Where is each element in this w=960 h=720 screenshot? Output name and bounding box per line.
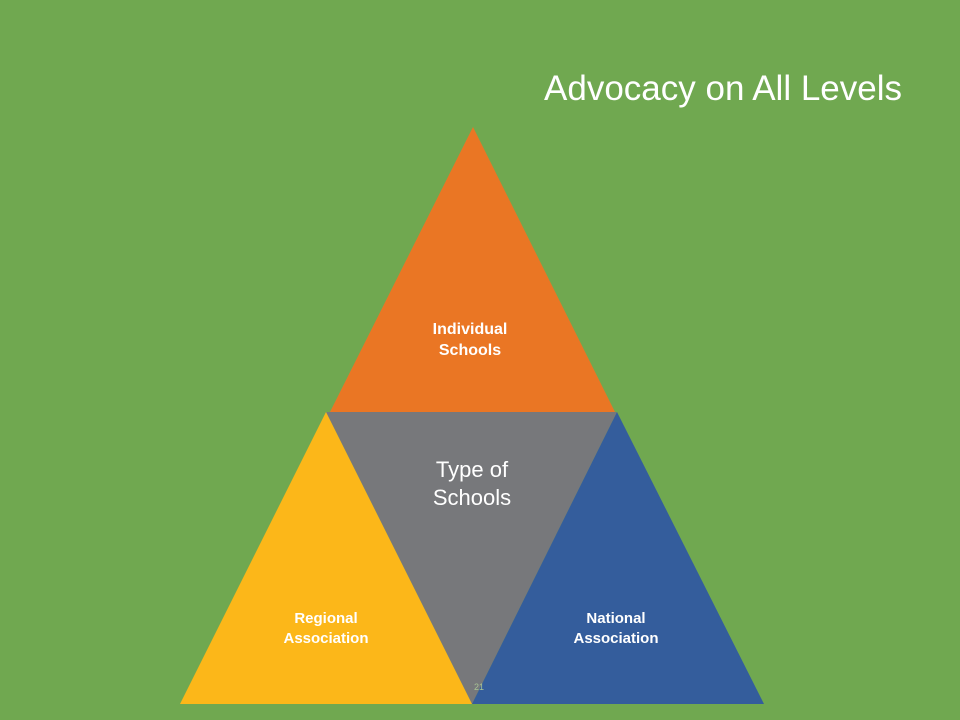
triangle-national-association — [472, 412, 764, 704]
slide-title: Advocacy on All Levels — [544, 69, 902, 108]
slide-number: 21 — [474, 682, 485, 692]
triangle-individual-schools — [330, 127, 615, 412]
label-individual-schools: Individual Schools — [432, 321, 508, 359]
label-type-of-schools: Type of Schools — [432, 457, 512, 510]
triangle-type-of-schools — [326, 412, 617, 704]
label-national-association: National Association — [573, 610, 659, 647]
triangle-regional-association — [180, 412, 472, 704]
label-regional-association: Regional Association — [283, 610, 369, 647]
